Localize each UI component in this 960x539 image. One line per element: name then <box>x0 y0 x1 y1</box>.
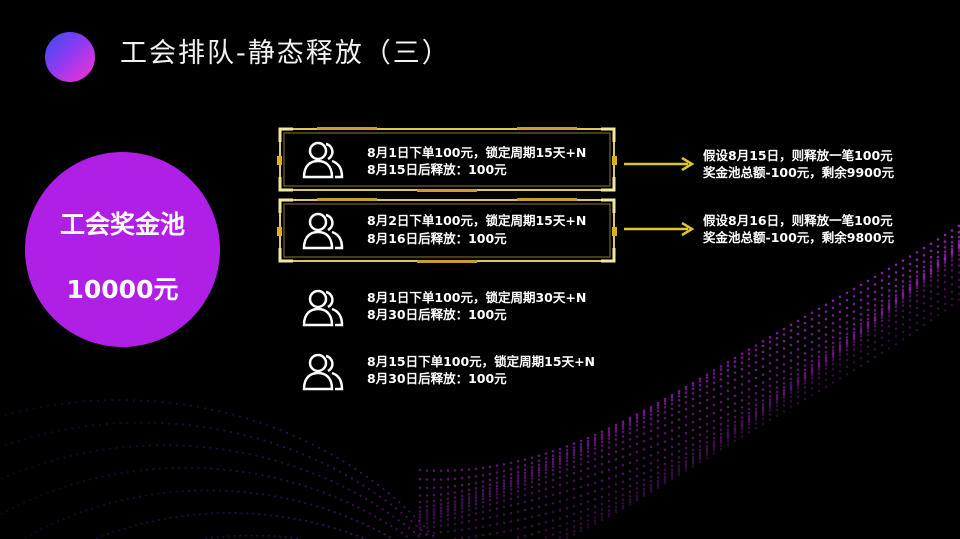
bonus-pool-circle: 工会奖金池 10000元 <box>25 152 220 347</box>
entry-release-text: 8月30日后释放：100元 <box>367 307 507 322</box>
users-icon <box>302 289 344 327</box>
entry-order-text: 8月15日下单100元，锁定周期15天+N <box>367 354 596 369</box>
release-note-line1: 假设8月15日，则释放一笔100元 <box>703 148 893 163</box>
queue-entry-4: 8月15日下单100元，锁定周期15天+N 8月30日后释放：100元 <box>277 338 617 400</box>
entry-order-text: 8月2日下单100元，锁定周期15天+N <box>367 213 587 228</box>
arrow-right-icon <box>624 157 695 171</box>
title-bullet-circle <box>45 32 95 82</box>
arrow-right-icon <box>624 222 695 236</box>
queue-entry-3: 8月1日下单100元，锁定周期30天+N 8月30日后释放：100元 <box>277 274 617 336</box>
bonus-pool-amount: 10000元 <box>66 275 179 304</box>
entry-release-text: 8月15日后释放：100元 <box>367 162 507 177</box>
release-note-line1: 假设8月16日，则释放一笔100元 <box>703 213 893 228</box>
bonus-pool-name: 工会奖金池 <box>59 210 185 239</box>
entry-order-text: 8月1日下单100元，锁定周期30天+N <box>367 290 587 305</box>
users-icon <box>302 141 344 179</box>
entry-release-text: 8月16日后释放：100元 <box>367 231 507 246</box>
users-icon <box>302 212 344 250</box>
gold-frame <box>277 127 617 192</box>
queue-entry-2: 8月2日下单100元，锁定周期15天+N 8月16日后释放：100元 <box>277 197 617 264</box>
users-icon <box>302 353 344 391</box>
gold-frame <box>277 198 617 263</box>
release-note-line2: 奖金池总额-100元，剩余9900元 <box>703 165 895 180</box>
entry-release-text: 8月30日后释放：100元 <box>367 371 507 386</box>
entry-order-text: 8月1日下单100元，锁定周期15天+N <box>367 145 587 160</box>
release-note-line2: 奖金池总额-100元，剩余9800元 <box>703 230 895 245</box>
page-title: 工会排队-静态释放（三） <box>120 38 451 69</box>
queue-entry-1: 8月1日下单100元，锁定周期15天+N 8月15日后释放：100元 <box>277 126 617 193</box>
